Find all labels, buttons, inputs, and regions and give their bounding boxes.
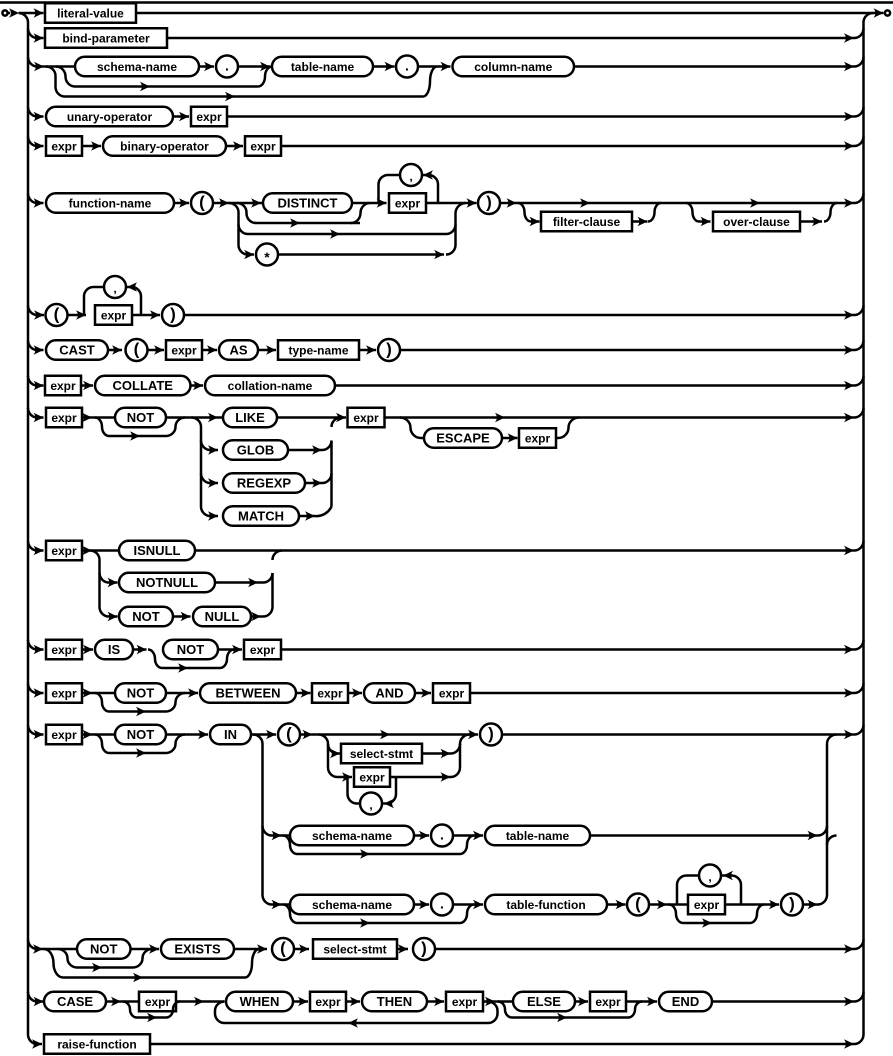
svg-text:NOT: NOT: [90, 942, 118, 957]
svg-text:function-name: function-name: [69, 196, 152, 210]
svg-text:expr: expr: [51, 411, 77, 425]
svg-text:NOT: NOT: [177, 642, 205, 657]
svg-text:,: ,: [708, 870, 711, 884]
svg-text:END: END: [672, 994, 699, 1009]
svg-text:NULL: NULL: [205, 609, 240, 624]
svg-text:expr: expr: [525, 431, 551, 445]
svg-text:,: ,: [113, 281, 116, 295]
svg-text:NOT: NOT: [127, 727, 155, 742]
svg-text:(: (: [280, 938, 286, 957]
svg-text:bind-parameter: bind-parameter: [62, 31, 150, 45]
svg-text:): ): [386, 339, 392, 358]
svg-text:DISTINCT: DISTINCT: [278, 196, 338, 211]
svg-text:select-stmt: select-stmt: [350, 747, 413, 761]
svg-text:literal-value: literal-value: [57, 6, 124, 20]
svg-text:.: .: [440, 896, 444, 912]
svg-text:THEN: THEN: [377, 994, 412, 1009]
svg-text:raise-function: raise-function: [57, 1037, 136, 1051]
svg-text:EXISTS: EXISTS: [174, 942, 221, 957]
svg-text:expr: expr: [196, 110, 222, 124]
svg-text:GLOB: GLOB: [237, 443, 275, 458]
svg-text:,: ,: [409, 169, 412, 183]
svg-text:schema-name: schema-name: [97, 60, 177, 74]
svg-text:,: ,: [369, 798, 372, 812]
svg-text:(: (: [134, 339, 140, 358]
svg-text:table-name: table-name: [506, 829, 570, 843]
svg-text:AND: AND: [375, 686, 403, 701]
svg-text:(: (: [286, 724, 292, 743]
svg-text:table-name: table-name: [291, 60, 355, 74]
svg-text:expr: expr: [353, 411, 379, 425]
svg-text:select-stmt: select-stmt: [323, 942, 386, 956]
svg-text:): ): [421, 938, 427, 957]
svg-text:NOT: NOT: [127, 410, 155, 425]
svg-text:expr: expr: [171, 343, 197, 357]
svg-text:schema-name: schema-name: [312, 898, 392, 912]
svg-text:schema-name: schema-name: [312, 829, 392, 843]
svg-text:expr: expr: [359, 770, 385, 784]
svg-text:expr: expr: [250, 643, 276, 657]
svg-text:BETWEEN: BETWEEN: [216, 686, 281, 701]
svg-text:expr: expr: [145, 995, 171, 1009]
svg-text:table-function: table-function: [506, 898, 585, 912]
svg-text:expr: expr: [315, 995, 341, 1009]
svg-text:): ): [170, 304, 176, 323]
svg-text:.: .: [225, 58, 229, 74]
svg-text:ELSE: ELSE: [527, 994, 561, 1009]
svg-text:binary-operator: binary-operator: [120, 139, 209, 153]
svg-text:): ): [486, 192, 492, 211]
svg-text:filter-clause: filter-clause: [553, 215, 621, 229]
svg-text:(: (: [199, 192, 205, 211]
svg-text:ESCAPE: ESCAPE: [436, 431, 490, 446]
svg-text:expr: expr: [452, 995, 478, 1009]
svg-text:COLLATE: COLLATE: [113, 378, 174, 393]
svg-text:CASE: CASE: [57, 994, 93, 1009]
svg-text:expr: expr: [439, 686, 465, 700]
svg-text:IS: IS: [108, 642, 121, 657]
svg-text:IN: IN: [224, 727, 237, 742]
svg-text:expr: expr: [101, 308, 127, 322]
svg-text:): ): [488, 724, 494, 743]
svg-text:type-name: type-name: [288, 343, 348, 357]
svg-text:expr: expr: [317, 686, 343, 700]
svg-text:): ): [789, 894, 795, 913]
svg-text:expr: expr: [50, 379, 76, 393]
svg-text:column-name: column-name: [474, 60, 552, 74]
svg-text:AS: AS: [229, 343, 247, 358]
svg-text:expr: expr: [51, 643, 77, 657]
svg-text:NOT: NOT: [127, 686, 155, 701]
svg-text:.: .: [405, 58, 409, 74]
svg-text:expr: expr: [595, 995, 621, 1009]
svg-text:NOTNULL: NOTNULL: [136, 575, 198, 590]
svg-text:LIKE: LIKE: [235, 410, 265, 425]
svg-text:expr: expr: [51, 139, 77, 153]
svg-text:*: *: [264, 249, 270, 265]
svg-text:CAST: CAST: [59, 343, 94, 358]
svg-text:expr: expr: [51, 544, 77, 558]
svg-text:(: (: [635, 894, 641, 913]
svg-text:ISNULL: ISNULL: [134, 543, 181, 558]
svg-text:WHEN: WHEN: [240, 994, 280, 1009]
svg-text:expr: expr: [51, 728, 77, 742]
svg-text:expr: expr: [395, 196, 421, 210]
svg-text:expr: expr: [51, 686, 77, 700]
svg-text:over-clause: over-clause: [723, 215, 790, 229]
svg-text:unary-operator: unary-operator: [67, 110, 153, 124]
svg-text:(: (: [54, 304, 60, 323]
svg-text:expr: expr: [694, 898, 720, 912]
svg-text:.: .: [440, 827, 444, 843]
svg-text:MATCH: MATCH: [238, 509, 284, 524]
svg-text:expr: expr: [250, 139, 276, 153]
svg-text:REGEXP: REGEXP: [237, 476, 292, 491]
svg-text:NOT: NOT: [132, 609, 160, 624]
svg-text:collation-name: collation-name: [228, 379, 313, 393]
